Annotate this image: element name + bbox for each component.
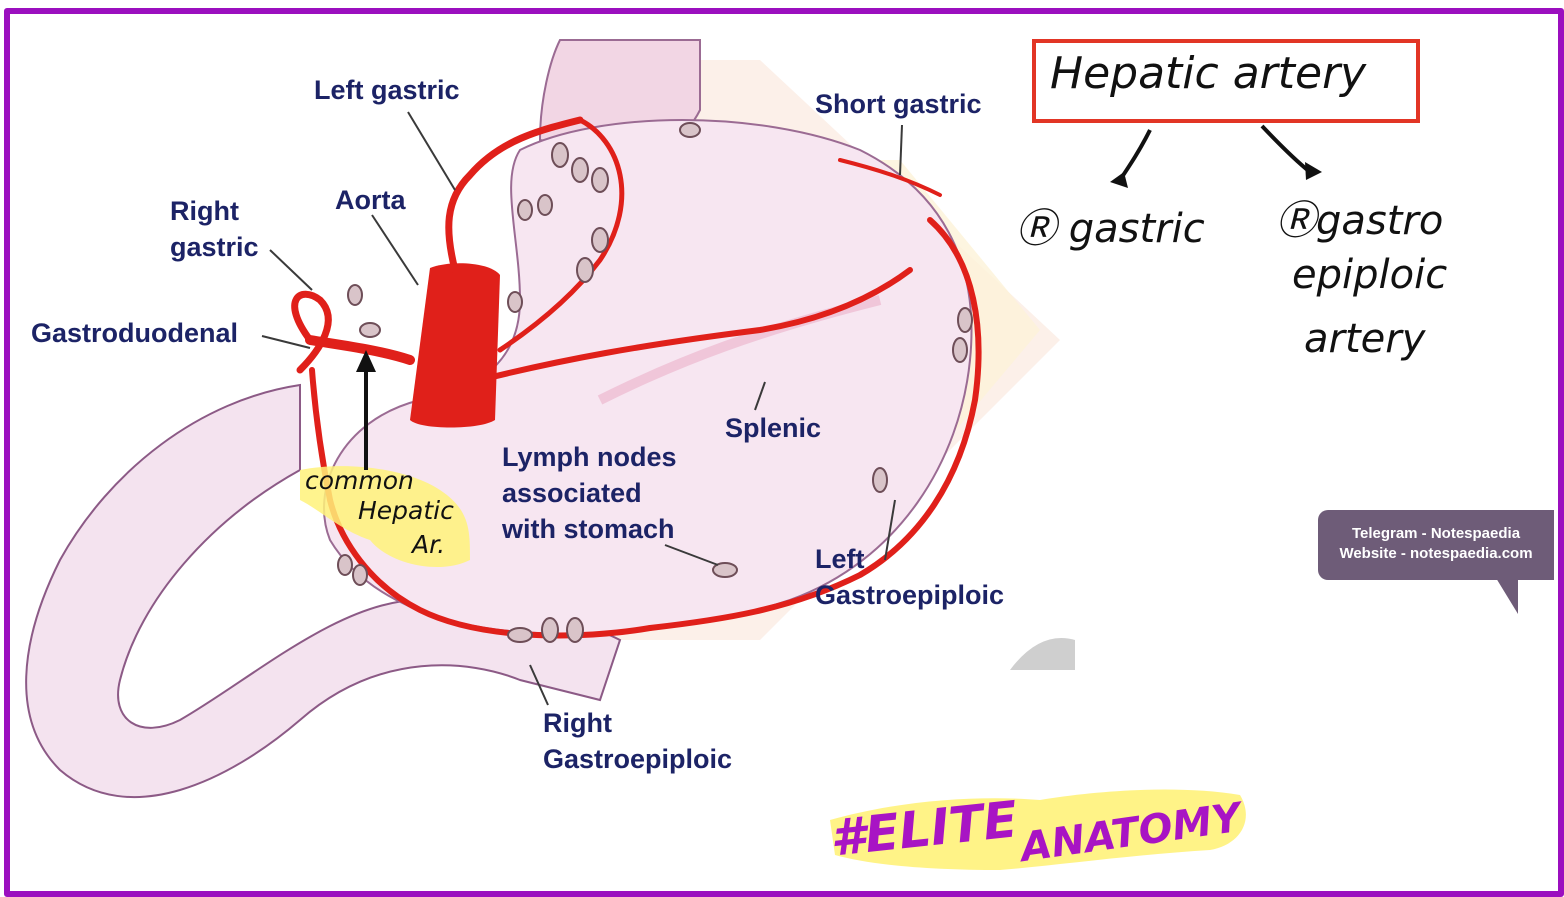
arrow-head-right [1305, 162, 1322, 180]
aorta [410, 263, 500, 427]
label-left-gastroepiploic-line2: Gastroepiploic [815, 577, 1004, 613]
watermark-bubble: Telegram - Notespaedia Website - notespa… [1318, 510, 1554, 580]
label-gastroduodenal: Gastroduodenal [31, 315, 238, 351]
right-gastric-artery [295, 294, 329, 370]
label-lymph-nodes-line2: associated [502, 475, 642, 511]
note-hepatic: Hepatic [358, 496, 454, 525]
label-lymph-nodes-line3: with stomach [502, 511, 675, 547]
note-artery: artery [1304, 316, 1425, 362]
label-splenic: Splenic [725, 410, 821, 446]
label-right-gastric-line1: Right [170, 193, 239, 229]
arrow-to-right-gastric [1120, 130, 1150, 180]
label-right-gastroepiploic-line1: Right [543, 705, 612, 741]
note-right-gastro: Ⓡgastro [1276, 188, 1443, 246]
note-hepatic-artery: Hepatic artery [1050, 48, 1366, 99]
note-common: common [305, 466, 414, 495]
label-left-gastroepiploic-line1: Left [815, 541, 865, 577]
watermark-bubble-tail [1496, 578, 1518, 614]
note-epiploic: epiploic [1292, 252, 1447, 298]
arrow-to-right-gastroepiploic [1262, 126, 1310, 172]
label-left-gastric: Left gastric [314, 72, 460, 108]
note-ar: Ar. [412, 530, 445, 559]
watermark-website: Website - notespaedia.com [1318, 544, 1554, 564]
label-right-gastric-line2: gastric [170, 229, 259, 265]
note-right-gastric: Ⓡ gastric [1016, 196, 1205, 254]
watermark-telegram: Telegram - Notespaedia [1318, 524, 1554, 544]
label-lymph-nodes-line1: Lymph nodes [502, 439, 677, 475]
label-aorta: Aorta [335, 182, 406, 218]
hepatic-artery-arrows [1120, 126, 1310, 180]
label-short-gastric: Short gastric [815, 86, 982, 122]
background-logo-grey [1010, 638, 1075, 670]
label-right-gastroepiploic-line2: Gastroepiploic [543, 741, 732, 777]
